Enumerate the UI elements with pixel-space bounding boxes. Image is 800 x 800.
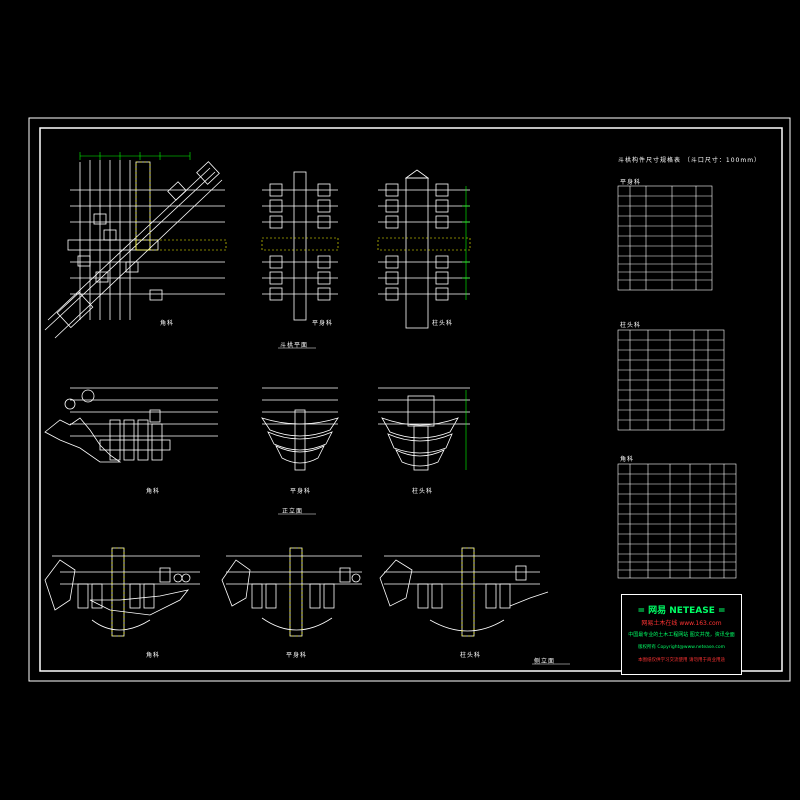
corner-plan-hatch <box>135 161 227 251</box>
table-flat-title: 平身科 <box>620 179 642 186</box>
watermark-brand: = 网易 NETEASE = <box>637 606 726 616</box>
watermark-slogan: 中国最专业的土木工程网站 图文并茂，资讯全面 <box>628 632 735 638</box>
sheet-title: 斗栱构件尺寸规格表 （斗口尺寸：100mm） <box>618 157 762 164</box>
watermark-copyright: 版权所有 Copyright@www.netease.com <box>637 645 726 650</box>
label-corner-plan: 角科 <box>160 320 175 327</box>
watermark-notice: 本图纸仅供学习交流使用 请勿用于商业用途 <box>638 658 725 663</box>
column-plan-view <box>378 169 470 329</box>
flat-elevation-view <box>261 387 339 471</box>
label-corner-elev: 角科 <box>146 488 161 495</box>
label-column-plan: 柱头科 <box>432 320 454 327</box>
watermark-box: = 网易 NETEASE = 网易土木在线 www.163.com 中国最专业的… <box>621 594 742 675</box>
corner-plan-dimension <box>79 152 191 160</box>
column-side-view <box>379 547 549 637</box>
table-column-title: 柱头科 <box>620 322 642 329</box>
label-flat-plan: 平身科 <box>312 320 334 327</box>
flat-plan-hatch <box>261 237 339 251</box>
table-column <box>617 329 725 431</box>
label-flat-elev: 平身科 <box>290 488 312 495</box>
corner-side-view <box>44 547 200 637</box>
label-corner-side: 角科 <box>146 652 161 659</box>
corner-side-hatch <box>111 547 125 637</box>
table-flat <box>617 185 713 291</box>
table-corner <box>617 463 737 579</box>
flat-side-view <box>221 547 362 637</box>
table-corner-title: 角科 <box>620 456 635 463</box>
column-plan-dimension <box>462 186 470 300</box>
corner-plan-view <box>44 160 225 339</box>
label-elevation: 正立面 <box>282 508 304 515</box>
corner-elevation-view <box>44 387 218 463</box>
label-flat-side: 平身科 <box>286 652 308 659</box>
column-elevation-view <box>378 387 470 471</box>
column-plan-hatch <box>377 237 471 251</box>
label-column-side: 柱头科 <box>460 652 482 659</box>
label-column-elev: 柱头科 <box>412 488 434 495</box>
label-underlines <box>278 347 570 665</box>
watermark-site: 网易土木在线 www.163.com <box>641 620 722 627</box>
flat-plan-view <box>262 171 338 321</box>
label-side: 侧立面 <box>534 658 556 665</box>
flat-side-hatch <box>289 547 303 637</box>
label-plan-view: 斗栱平面 <box>280 342 309 349</box>
column-side-hatch <box>461 547 475 637</box>
